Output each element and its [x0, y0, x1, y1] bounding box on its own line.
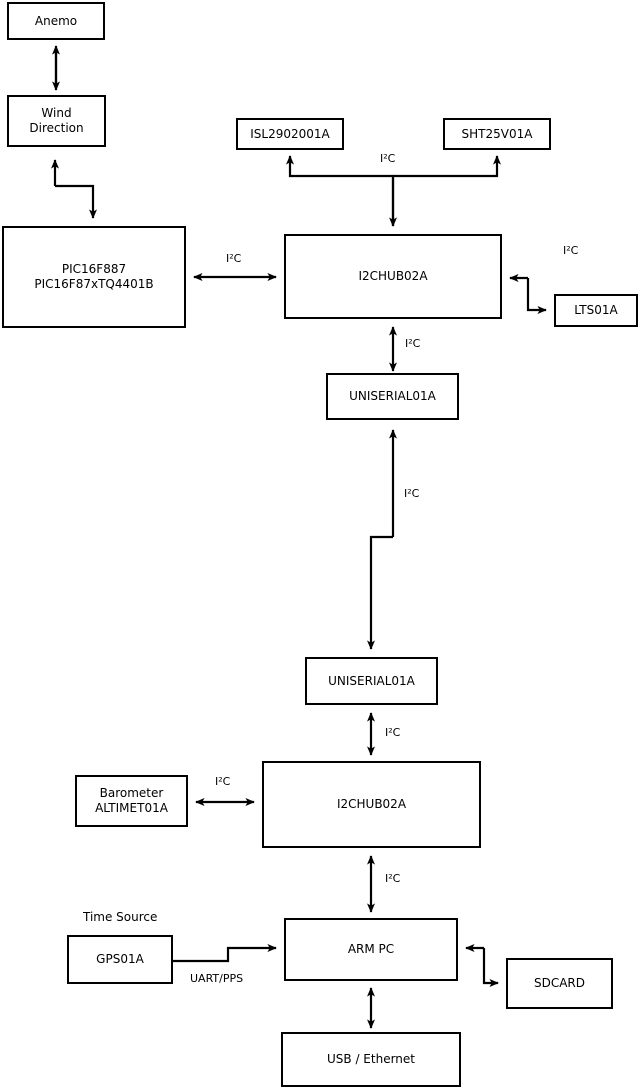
node-sdcard-label: SDCARD — [533, 976, 586, 990]
label-time-source: Time Source — [83, 910, 157, 924]
node-gps01a[interactable]: GPS01A — [67, 935, 173, 984]
edge-label-i2c-uniserial-hub2: I²C — [385, 726, 400, 739]
node-sdcard[interactable]: SDCARD — [506, 958, 613, 1009]
node-usb-ethernet-label: USB / Ethernet — [327, 1052, 415, 1066]
node-arm-pc-label: ARM PC — [347, 942, 395, 956]
node-isl2902001a[interactable]: ISL2902001A — [236, 118, 344, 150]
node-gps01a-label: GPS01A — [96, 952, 144, 966]
node-uniserial01a-upper[interactable]: UNISERIAL01A — [326, 373, 459, 420]
node-barometer-altimet01a[interactable]: Barometer ALTIMET01A — [75, 775, 188, 827]
edge-armpc-sdcard — [465, 944, 499, 987]
edge-label-text: I²C — [385, 726, 401, 739]
node-lts01a[interactable]: LTS01A — [554, 294, 638, 327]
edge-label-i2c-pic-hub: I²C — [226, 252, 241, 265]
node-pic-mcu[interactable]: PIC16F887 PIC16F87xTQ4401B — [2, 226, 186, 328]
edge-label-text: I²C — [226, 252, 242, 265]
node-i2chub02a-bottom[interactable]: I2CHUB02A — [262, 761, 481, 848]
edge-label-text: UART/PPS — [190, 972, 244, 985]
node-anemo-label: Anemo — [34, 13, 78, 28]
edge-gps-armpc — [173, 944, 277, 963]
edge-label-i2c-hub-uniserial: I²C — [405, 337, 420, 350]
edge-label-i2c-uniserial-uniserial: I²C — [404, 487, 419, 500]
edge-wind-pic — [51, 159, 97, 219]
node-i2chub02a-top[interactable]: I2CHUB02A — [284, 234, 502, 319]
node-sht25v01a[interactable]: SHT25V01A — [443, 118, 551, 150]
node-i2chub02a-top-label: I2CHUB02A — [358, 269, 428, 283]
edge-uniserial-uniserial — [367, 429, 397, 650]
node-sht25v01a-label: SHT25V01A — [461, 126, 533, 141]
node-i2chub02a-bottom-label: I2CHUB02A — [336, 797, 407, 811]
edge-label-i2c-lts: I²C — [563, 244, 578, 257]
node-uniserial01a-lower[interactable]: UNISERIAL01A — [305, 657, 438, 705]
node-uniserial01a-lower-label: UNISERIAL01A — [328, 673, 415, 688]
edge-label-text: I²C — [385, 872, 401, 885]
edge-label-uart-pps: UART/PPS — [190, 972, 243, 985]
node-isl2902001a-label: ISL2902001A — [250, 126, 330, 141]
node-arm-pc[interactable]: ARM PC — [284, 918, 458, 981]
edge-label-text: I²C — [215, 775, 231, 788]
node-pic-mcu-label: PIC16F887 PIC16F87xTQ4401B — [34, 262, 154, 291]
node-wind-direction[interactable]: Wind Direction — [7, 95, 106, 147]
node-anemo[interactable]: Anemo — [7, 2, 105, 40]
node-barometer-altimet01a-label: Barometer ALTIMET01A — [95, 786, 168, 815]
edge-label-text: I²C — [563, 244, 579, 257]
edge-label-i2c-barometer: I²C — [215, 775, 230, 788]
node-usb-ethernet[interactable]: USB / Ethernet — [281, 1032, 461, 1087]
node-wind-direction-label: Wind Direction — [29, 106, 84, 135]
edge-label-text: I²C — [404, 487, 420, 500]
edge-label-text: I²C — [405, 337, 421, 350]
node-lts01a-label: LTS01A — [574, 303, 618, 317]
edge-label-i2c-hub-sensors: I²C — [380, 152, 395, 165]
edge-hub-sensors — [286, 155, 501, 227]
edge-hub-lts — [509, 274, 547, 314]
edge-label-i2c-hub2-armpc: I²C — [385, 872, 400, 885]
node-uniserial01a-upper-label: UNISERIAL01A — [349, 389, 436, 403]
edge-label-text: I²C — [380, 152, 396, 165]
label-time-source-text: Time Source — [83, 910, 158, 924]
